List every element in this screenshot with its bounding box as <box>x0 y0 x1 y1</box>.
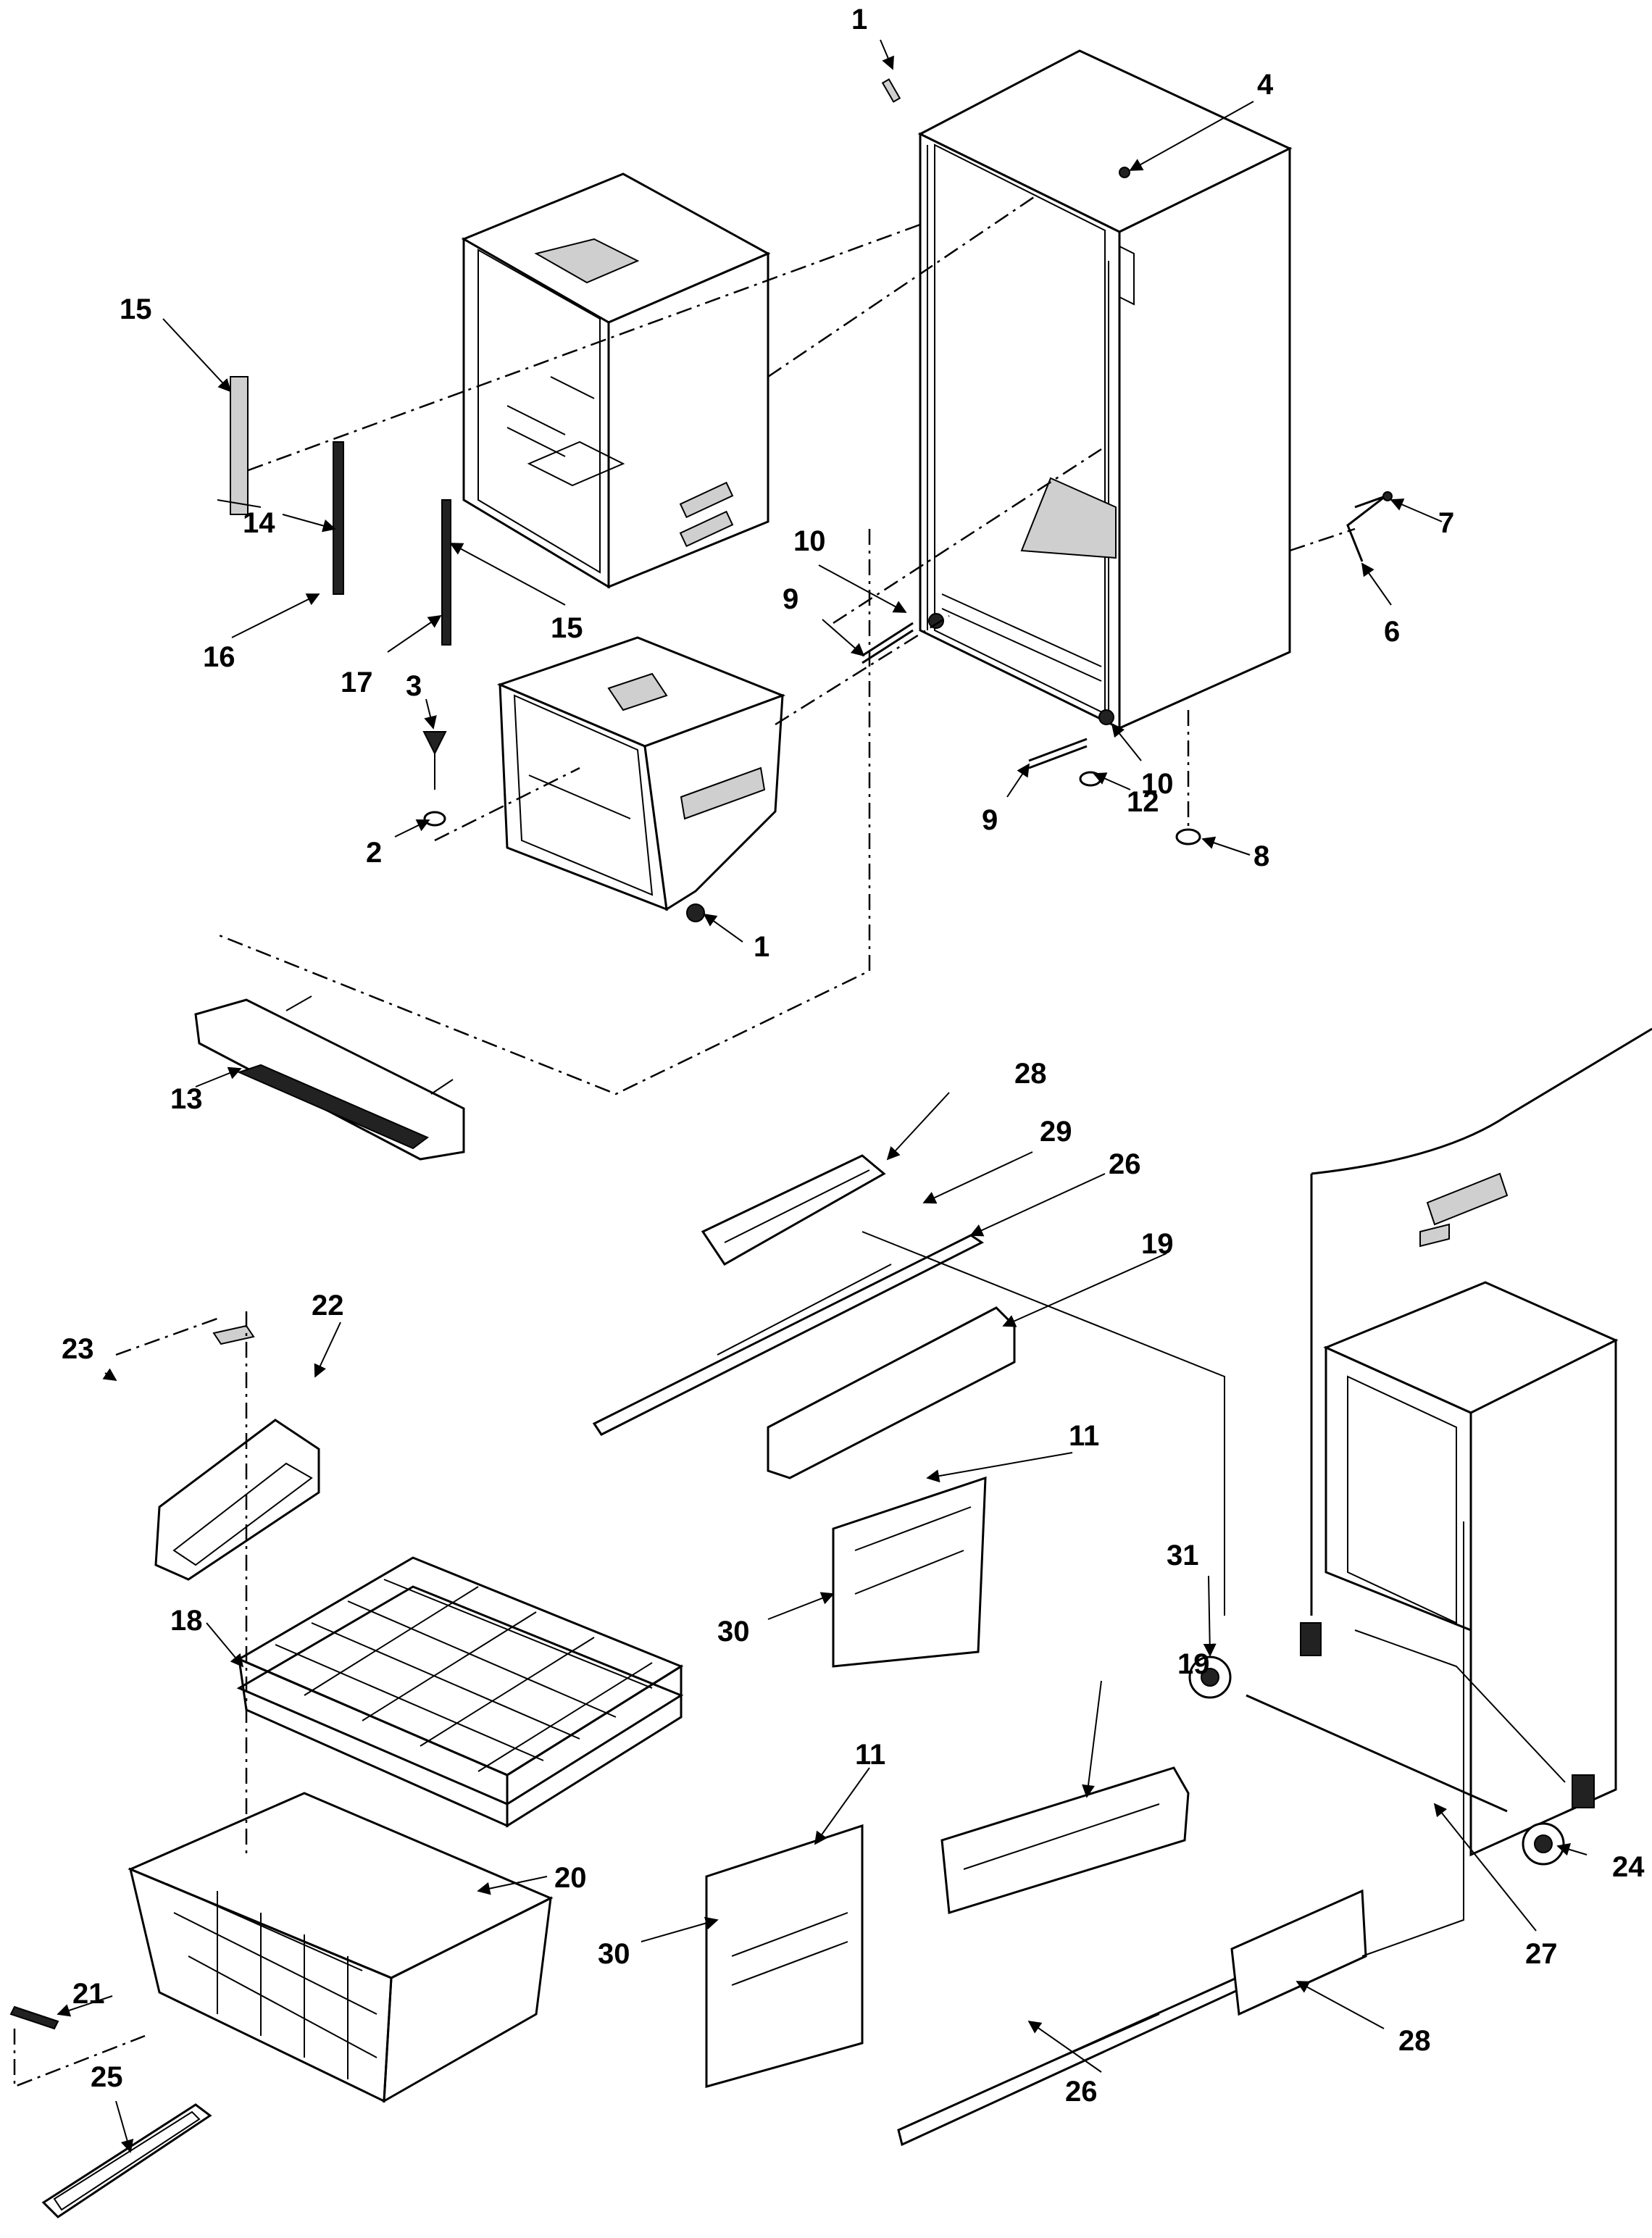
callout-16: 16 <box>203 641 235 673</box>
callout-28a: 28 <box>1014 1058 1047 1090</box>
callout-5: 1 <box>851 4 867 36</box>
ice-bin <box>496 636 786 922</box>
callout-10a: 10 <box>793 525 826 557</box>
callout-11a: 11 <box>1069 1420 1099 1452</box>
callout-14: 14 <box>243 507 275 539</box>
callout-7: 7 <box>1438 507 1454 539</box>
callout-10b: 10 <box>1141 768 1174 800</box>
callout-22: 22 <box>312 1290 344 1321</box>
cabinet-shell <box>917 49 1293 730</box>
parts-21-25 <box>9 2005 212 2218</box>
callout-9b: 9 <box>982 804 998 836</box>
divider-rail <box>194 995 465 1161</box>
callout-15b: 15 <box>551 612 583 644</box>
callout-20: 20 <box>554 1862 587 1894</box>
basket-18 <box>236 1556 684 1828</box>
callout-4b: 4 <box>1257 69 1274 101</box>
callout-13: 13 <box>170 1083 203 1115</box>
callout-19b: 19 <box>1177 1648 1210 1680</box>
callout-26a: 26 <box>1109 1148 1141 1180</box>
callout-15a: 15 <box>120 293 152 325</box>
callout-21: 21 <box>72 1978 105 2010</box>
callout-30b: 30 <box>598 1938 630 1970</box>
callout-26b: 26 <box>1065 2076 1098 2108</box>
callout-25: 25 <box>91 2061 123 2093</box>
callout-1: 1 <box>754 931 769 963</box>
callout-29: 29 <box>1040 1116 1072 1148</box>
callout-3: 3 <box>406 670 422 702</box>
callout-23: 23 <box>62 1333 94 1365</box>
drawer-slides <box>592 1154 1367 2147</box>
callout-12: 12 <box>1127 786 1159 818</box>
callout-2: 2 <box>366 837 382 869</box>
callout-24: 24 <box>1612 1851 1645 1883</box>
leader-arrows <box>57 39 1588 2153</box>
callout-11b: 11 <box>855 1739 885 1771</box>
callout-9a: 9 <box>783 583 798 615</box>
trim-strips <box>217 376 451 646</box>
callout-28b: 28 <box>1398 2025 1431 2057</box>
fridge-interior <box>1300 1027 1652 1857</box>
callout-30a: 30 <box>717 1616 750 1648</box>
callout-8: 8 <box>1253 840 1269 872</box>
callout-27: 27 <box>1525 1938 1558 1970</box>
callout-18: 18 <box>170 1605 203 1637</box>
bin-22 <box>154 1324 320 1581</box>
callout-31: 31 <box>1167 1540 1199 1571</box>
callout-19a: 19 <box>1141 1228 1174 1260</box>
callout-6: 6 <box>1384 616 1400 648</box>
callout-labels: 1 1 2 3 4 6 7 8 9 9 10 10 11 11 12 13 14… <box>62 4 1645 2108</box>
freezer-liner <box>461 172 771 589</box>
basket-20 <box>128 1792 554 2103</box>
assembly-lines <box>13 194 1464 2088</box>
callout-17: 17 <box>341 667 373 698</box>
